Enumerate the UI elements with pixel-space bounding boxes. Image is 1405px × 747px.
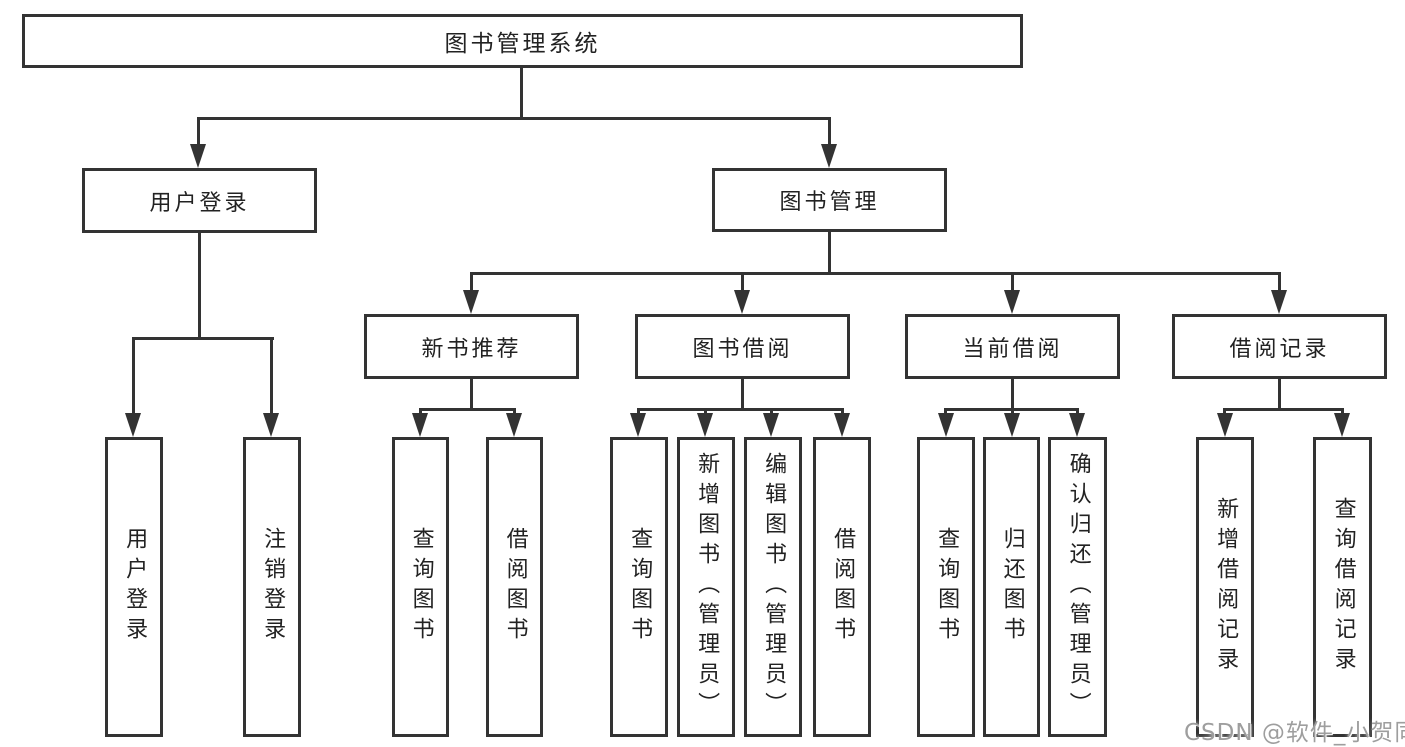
leaf-cb-return-books: 归还图书 (983, 437, 1040, 737)
node-label: 借阅记录 (1229, 336, 1330, 362)
leaf-user-login: 用户登录 (105, 437, 163, 737)
leaf-cb-confirm-return-admin: 确认归还（管理员） (1048, 437, 1107, 737)
node-label: 用户登录 (122, 527, 148, 647)
leaf-bb-edit-book-admin: 编辑图书（管理员） (744, 437, 802, 737)
connector-line (197, 117, 200, 147)
connector-line (741, 272, 744, 296)
arrow-down-icon (938, 413, 954, 437)
leaf-logout: 注销登录 (243, 437, 301, 737)
leaf-nb-borrow-books: 借阅图书 (486, 437, 543, 737)
connector-line (132, 337, 274, 340)
node-label: 借阅图书 (830, 527, 856, 647)
node-label: 确认归还（管理员） (1065, 452, 1091, 722)
connector-line (470, 272, 1281, 275)
arrow-down-icon (263, 413, 279, 437)
node-label: 查询借阅记录 (1330, 497, 1356, 677)
arrow-down-icon (630, 413, 646, 437)
connector-line (520, 68, 523, 120)
connector-line (132, 337, 135, 417)
arrow-down-icon (190, 144, 206, 168)
arrow-down-icon (125, 413, 141, 437)
arrow-down-icon (412, 413, 428, 437)
connector-line (197, 117, 831, 120)
node-borrow-records: 借阅记录 (1172, 314, 1387, 379)
node-label: 用户登录 (149, 190, 250, 216)
connector-line (828, 232, 831, 275)
node-current-borrow: 当前借阅 (905, 314, 1120, 379)
node-new-book-recommend: 新书推荐 (364, 314, 579, 379)
connector-line (741, 379, 744, 411)
node-label: 编辑图书（管理员） (761, 452, 787, 722)
arrow-down-icon (734, 290, 750, 314)
node-label: 图书借阅 (692, 336, 793, 362)
node-label: 注销登录 (260, 527, 286, 647)
arrow-down-icon (1334, 413, 1350, 437)
node-user-login: 用户登录 (82, 168, 317, 233)
leaf-bb-query-books: 查询图书 (610, 437, 668, 737)
arrow-down-icon (821, 144, 837, 168)
leaf-br-add-borrow-record: 新增借阅记录 (1196, 437, 1254, 737)
connector-line (637, 408, 844, 411)
connector-line (198, 233, 201, 340)
node-label: 归还图书 (999, 527, 1025, 647)
node-label: 借阅图书 (502, 527, 528, 647)
arrow-down-icon (506, 413, 522, 437)
connector-line (419, 408, 516, 411)
arrow-down-icon (834, 413, 850, 437)
node-label: 图书管理系统 (444, 31, 601, 57)
connector-line (470, 379, 473, 411)
arrow-down-icon (1069, 413, 1085, 437)
arrow-down-icon (463, 290, 479, 314)
node-label: 查询图书 (408, 527, 434, 647)
node-label: 当前借阅 (962, 336, 1063, 362)
node-label: 查询图书 (627, 527, 653, 647)
connector-line (1011, 379, 1014, 411)
node-label: 新增借阅记录 (1213, 497, 1239, 677)
arrow-down-icon (1004, 290, 1020, 314)
node-label: 查询图书 (934, 527, 960, 647)
node-library-system: 图书管理系统 (22, 14, 1023, 68)
connector-line (828, 117, 831, 147)
connector-line (1278, 379, 1281, 411)
arrow-down-icon (1217, 413, 1233, 437)
leaf-nb-query-books: 查询图书 (392, 437, 449, 737)
leaf-br-query-borrow-record: 查询借阅记录 (1313, 437, 1372, 737)
node-book-borrow: 图书借阅 (635, 314, 850, 379)
watermark: CSDN @软件_小贺同学 (1184, 720, 1405, 746)
leaf-bb-add-book-admin: 新增图书（管理员） (677, 437, 735, 737)
arrow-down-icon (697, 413, 713, 437)
node-book-management: 图书管理 (712, 168, 947, 232)
connector-line (1011, 272, 1014, 296)
node-label: 新增图书（管理员） (694, 452, 720, 722)
node-label: 图书管理 (779, 190, 880, 215)
connector-line (270, 337, 273, 417)
leaf-cb-query-books: 查询图书 (917, 437, 975, 737)
connector-line (470, 272, 473, 296)
arrow-down-icon (1004, 413, 1020, 437)
arrow-down-icon (1271, 290, 1287, 314)
node-label: 新书推荐 (421, 336, 522, 362)
arrow-down-icon (763, 413, 779, 437)
leaf-bb-borrow-books: 借阅图书 (813, 437, 871, 737)
connector-line (1223, 408, 1344, 411)
connector-line (1278, 272, 1281, 296)
